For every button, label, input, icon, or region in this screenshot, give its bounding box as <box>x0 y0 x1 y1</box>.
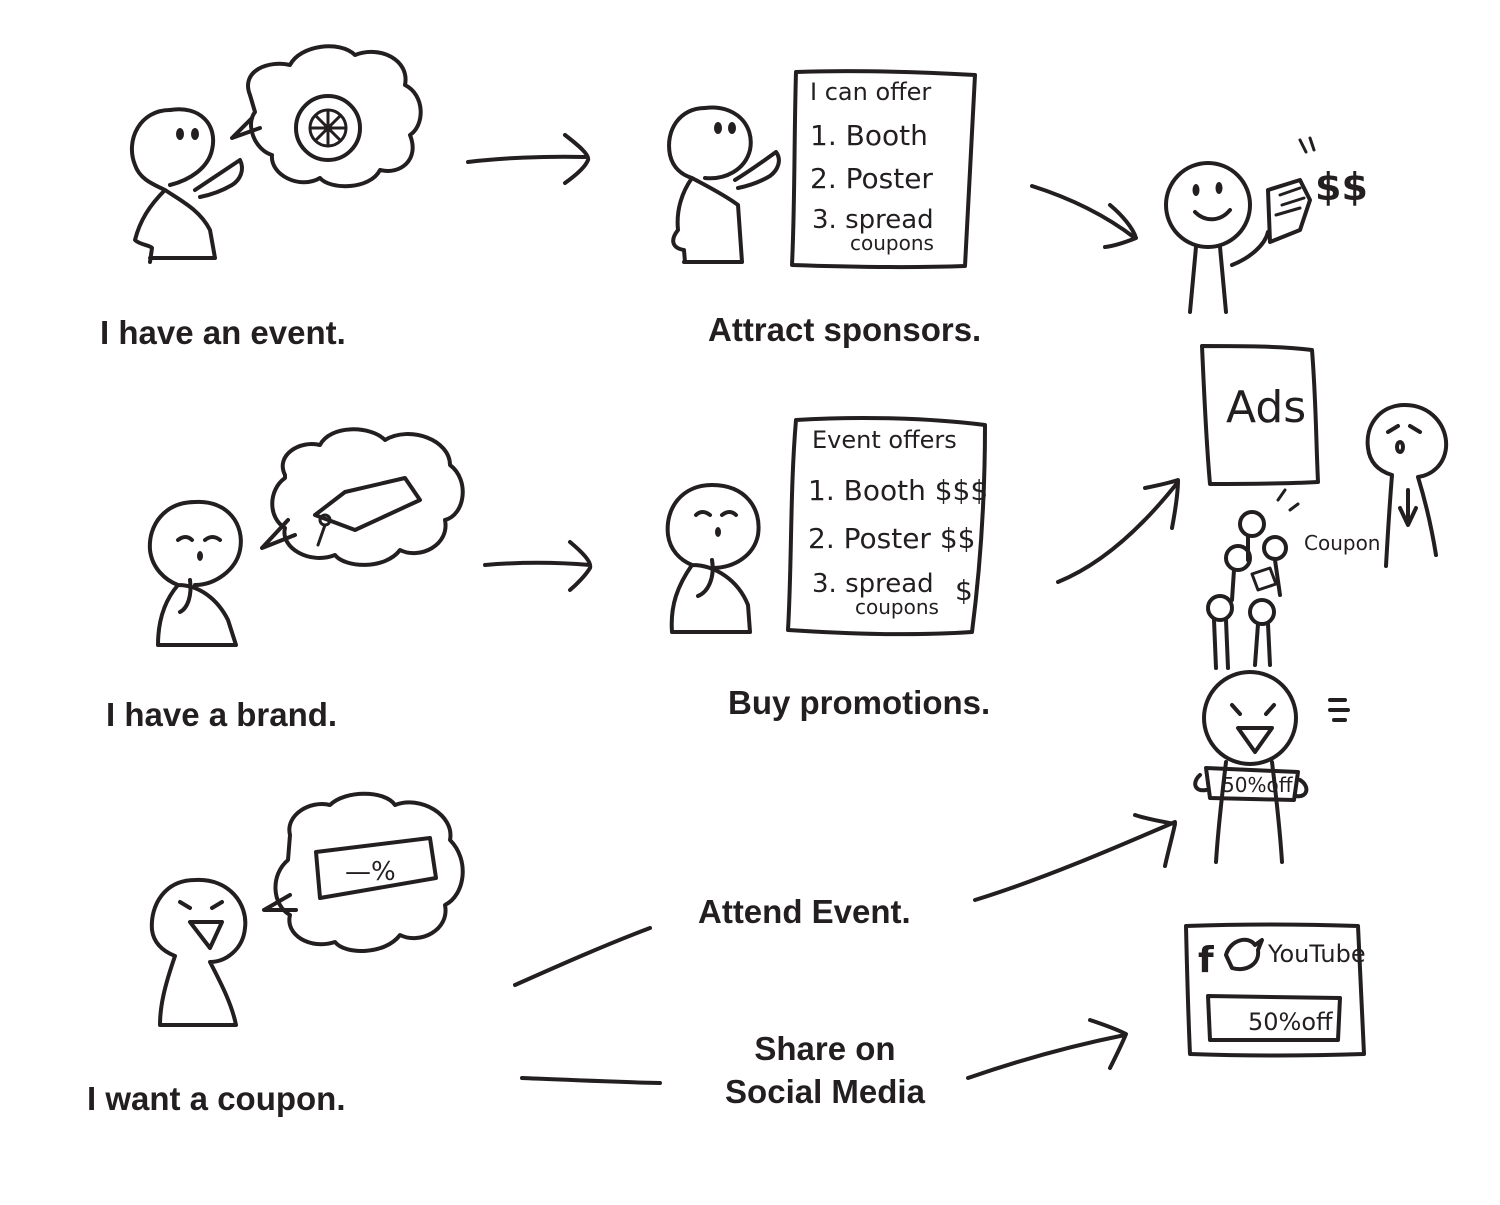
caption-attend: Attend Event. <box>698 893 911 930</box>
caption-brand: I have a brand. <box>106 696 338 733</box>
offers-board-item-2: 2. Poster $$ <box>808 522 975 555</box>
brand-thought-bubble <box>260 427 465 567</box>
excited-customer-figure: 50%off <box>1193 670 1350 864</box>
discount-tag-text: 50%off <box>1222 773 1294 797</box>
coupon-thought-bubble: —% <box>262 791 465 953</box>
youtube-label: YouTube <box>1267 940 1366 968</box>
offers-board-title: Event offers <box>812 426 957 454</box>
line-coupon-to-attend <box>513 926 652 987</box>
sponsor-board-item-3: 3. spread <box>812 205 934 235</box>
line-coupon-to-share <box>520 1076 662 1085</box>
caption-promotions: Buy promotions. <box>728 684 991 721</box>
ads-label: Ads <box>1226 382 1306 433</box>
event-organizer-figure <box>129 107 244 264</box>
arrow-sponsors-to-payer <box>1030 184 1138 249</box>
offers-board-item-1: 1. Booth $$$ <box>808 474 988 507</box>
facebook-icon: f <box>1198 940 1214 981</box>
arrow-promotions-to-ads <box>1056 478 1180 584</box>
social-offer-text: 50%off <box>1248 1008 1333 1036</box>
caption-share-line-2: Social Media <box>725 1072 925 1110</box>
sponsor-board-title: I can offer <box>810 78 931 106</box>
caption-coupon: I want a coupon. <box>87 1080 346 1117</box>
caption-event: I have an event. <box>100 314 346 351</box>
ads-poster: Ads <box>1200 344 1320 486</box>
offers-board-item-3: 3. spread <box>812 569 934 599</box>
sponsor-board-item-1: 1. Booth <box>810 119 928 152</box>
coupon-crowd: Coupon <box>1206 488 1380 670</box>
offers-board-item-3b: coupons <box>855 595 939 619</box>
promotion-buyer-figure <box>665 483 761 634</box>
discount-bubble-text: —% <box>345 857 396 887</box>
happy-sponsor-figure: $$ <box>1164 136 1368 314</box>
caption-share: Share on Social Media <box>715 1028 935 1114</box>
sponsor-pitch-figure <box>667 105 781 264</box>
sponsor-board-item-3b: coupons <box>850 231 934 255</box>
brand-owner-figure <box>147 499 243 647</box>
arrow-attend-to-customer <box>973 813 1177 902</box>
event-thought-bubble <box>230 44 423 189</box>
coupon-seeker-figure <box>149 877 248 1027</box>
twitter-icon <box>1224 937 1264 971</box>
event-offers-board: Event offers 1. Booth $$$ 2. Poster $$ 3… <box>786 415 988 637</box>
caption-sponsors: Attract sponsors. <box>708 311 982 348</box>
social-media-panel: f YouTube 50%off <box>1184 922 1366 1058</box>
arrow-share-to-social <box>966 1018 1128 1080</box>
curious-viewer-figure <box>1365 403 1449 568</box>
sponsor-offer-board: I can offer 1. Booth 2. Poster 3. spread… <box>790 69 977 270</box>
money-label: $$ <box>1315 165 1368 209</box>
offers-board-item-3-price: $ <box>955 574 973 607</box>
coupon-label: Coupon <box>1304 531 1380 555</box>
arrow-event-to-sponsors <box>466 133 591 185</box>
sponsor-board-item-2: 2. Poster <box>810 162 933 195</box>
caption-share-line-1: Share on <box>754 1030 896 1067</box>
arrow-brand-to-promotions <box>483 540 593 592</box>
